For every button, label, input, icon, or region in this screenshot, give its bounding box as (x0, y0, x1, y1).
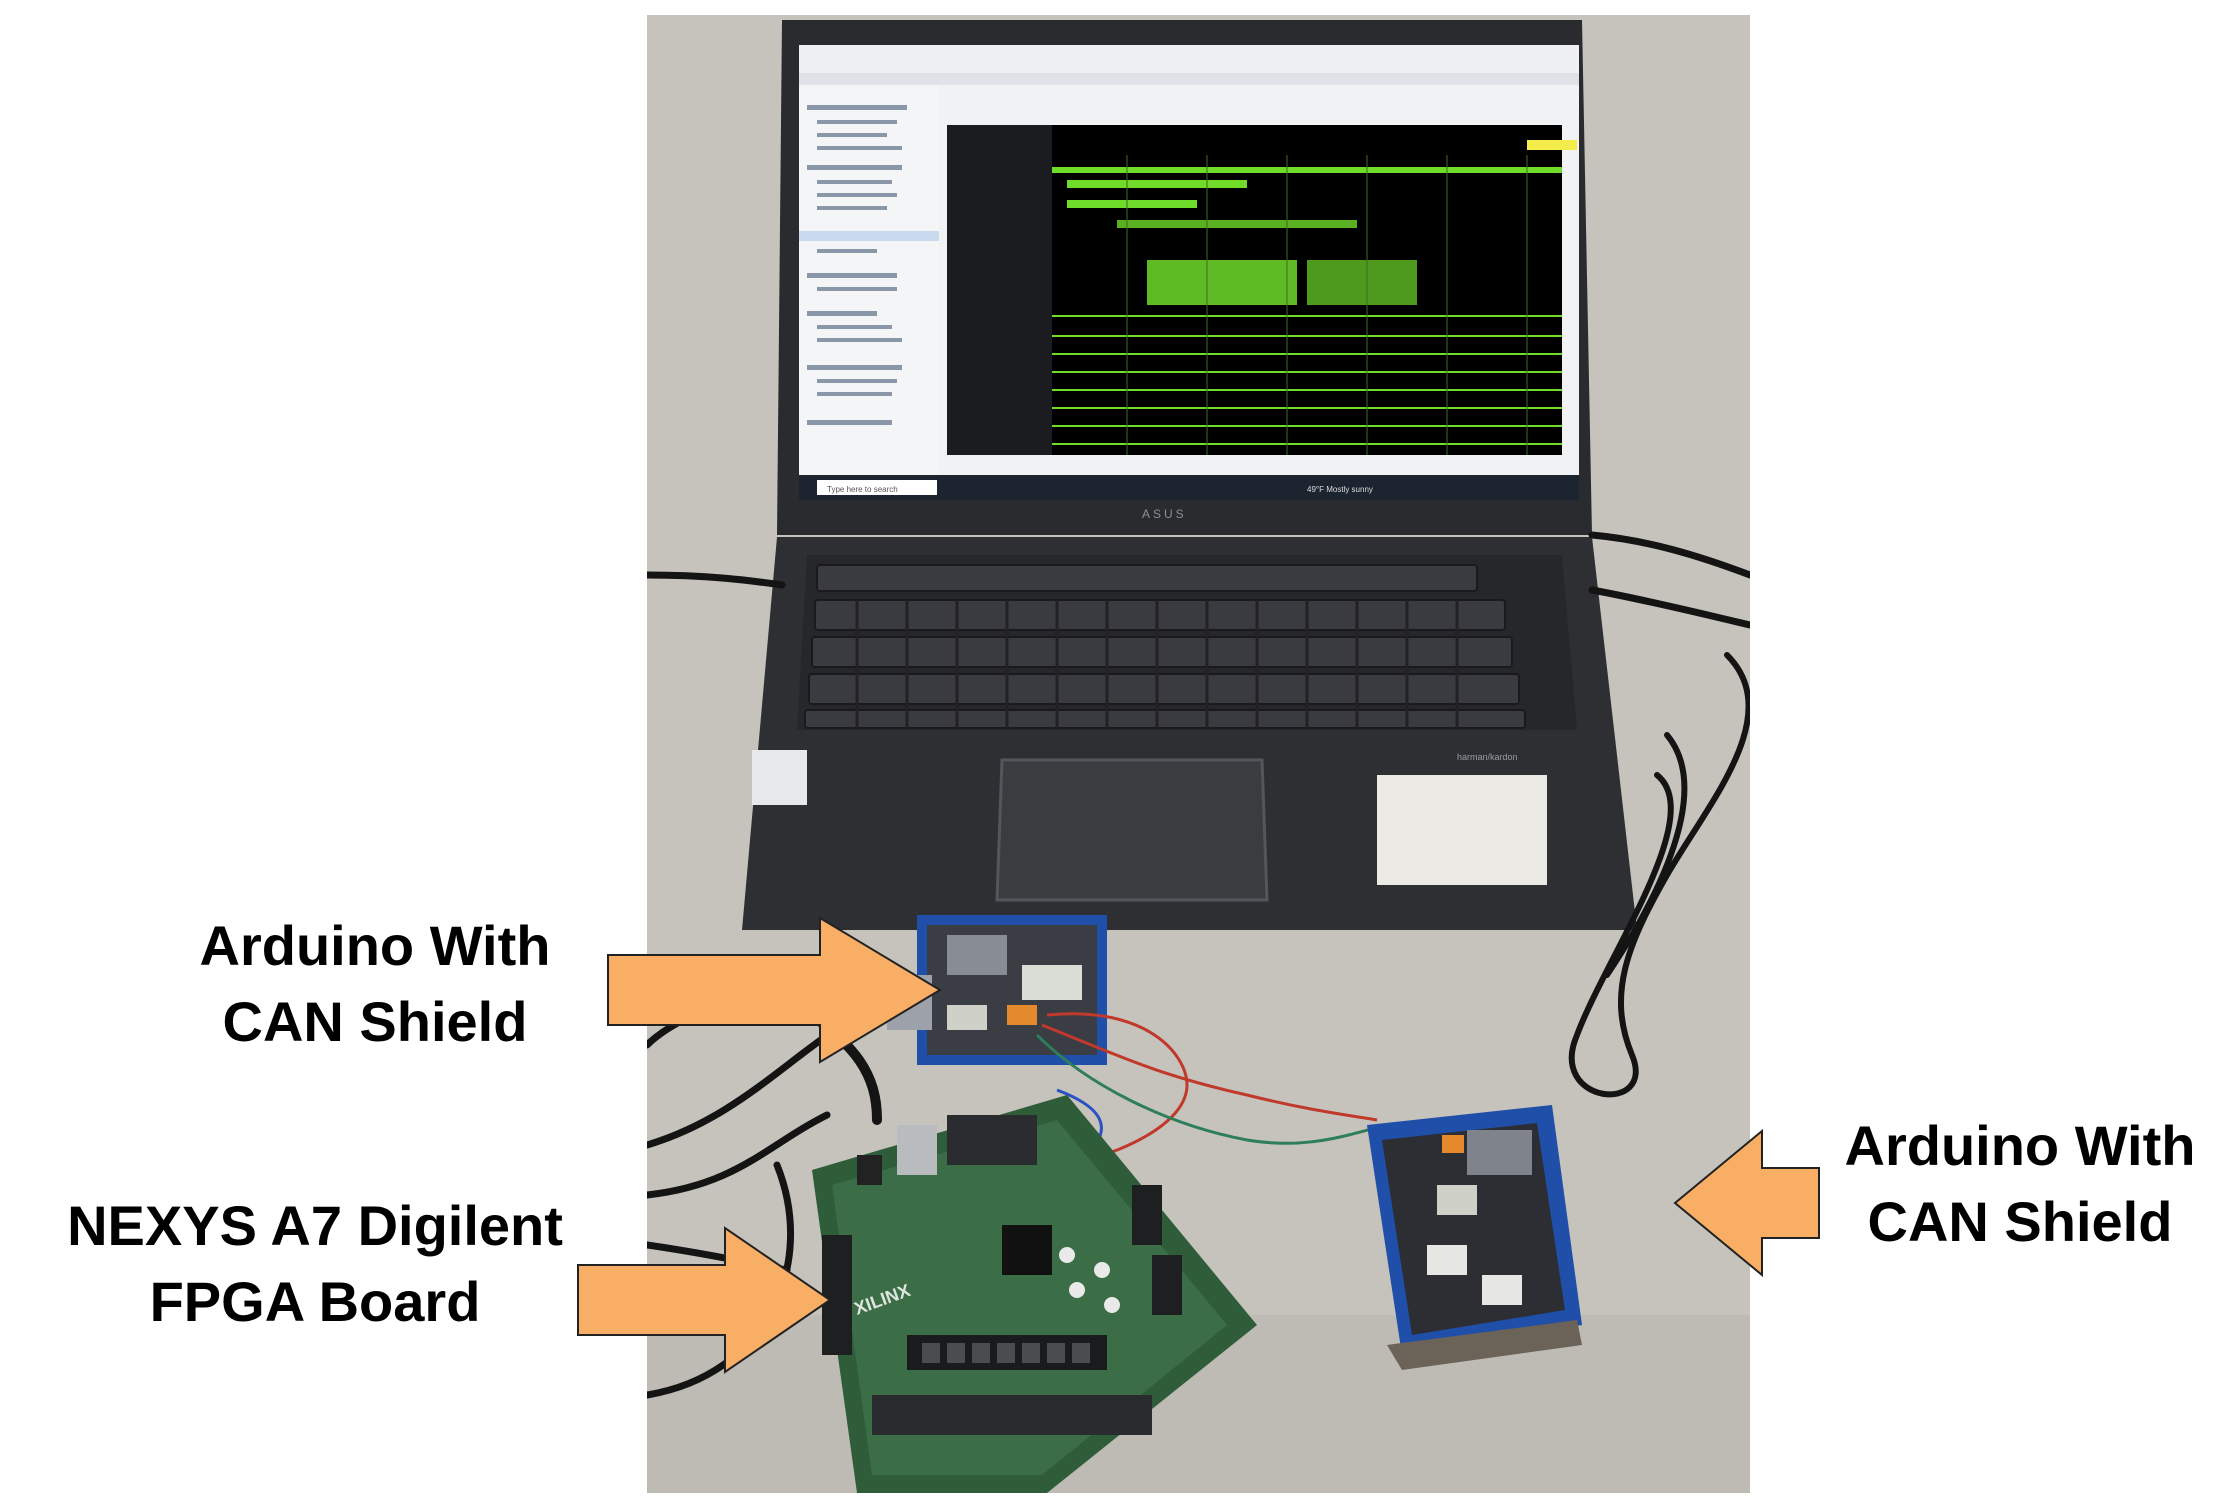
arrow-arduino-top (607, 916, 942, 1064)
laptop-base: harman/kardon (742, 537, 1637, 930)
svg-text:49°F Mostly sunny: 49°F Mostly sunny (1307, 485, 1373, 494)
arduino-can-shield-right (1367, 1105, 1582, 1370)
touchpad (995, 758, 1269, 902)
arduino-right-label-line1: Arduino With (1844, 1114, 2196, 1177)
fpga-board-label-line1: NEXYS A7 Digilent (67, 1194, 563, 1257)
svg-text:Type here to search: Type here to search (827, 485, 898, 494)
arrow-arduino-right (1673, 1128, 1820, 1278)
waveform-traces (1052, 167, 1562, 445)
fpga-board-label: NEXYS A7 Digilent FPGA Board (20, 1188, 610, 1340)
arduino-right-label: Arduino With CAN Shield (1810, 1108, 2227, 1260)
nexys-a7-fpga-board: XILINX (812, 1095, 1257, 1493)
laptop: Type here to search 49°F Mostly sunny AS… (777, 20, 1592, 535)
arduino-top-label-line1: Arduino With (199, 914, 551, 977)
spec-sticker (1377, 775, 1547, 885)
arduino-top-label-line2: CAN Shield (222, 990, 528, 1053)
signal-names (947, 125, 1007, 455)
switches (872, 1395, 1152, 1435)
svg-text:ASUS: ASUS (1142, 507, 1187, 521)
arrow-fpga-board (577, 1226, 832, 1374)
lab-setup-photo: Type here to search 49°F Mostly sunny AS… (647, 15, 1750, 1493)
arduino-top-label: Arduino With CAN Shield (160, 908, 590, 1060)
flow-navigator (799, 85, 939, 475)
fpga-board-label-line2: FPGA Board (149, 1270, 481, 1333)
svg-text:harman/kardon: harman/kardon (1457, 752, 1518, 762)
arduino-right-label-line2: CAN Shield (1867, 1190, 2173, 1253)
